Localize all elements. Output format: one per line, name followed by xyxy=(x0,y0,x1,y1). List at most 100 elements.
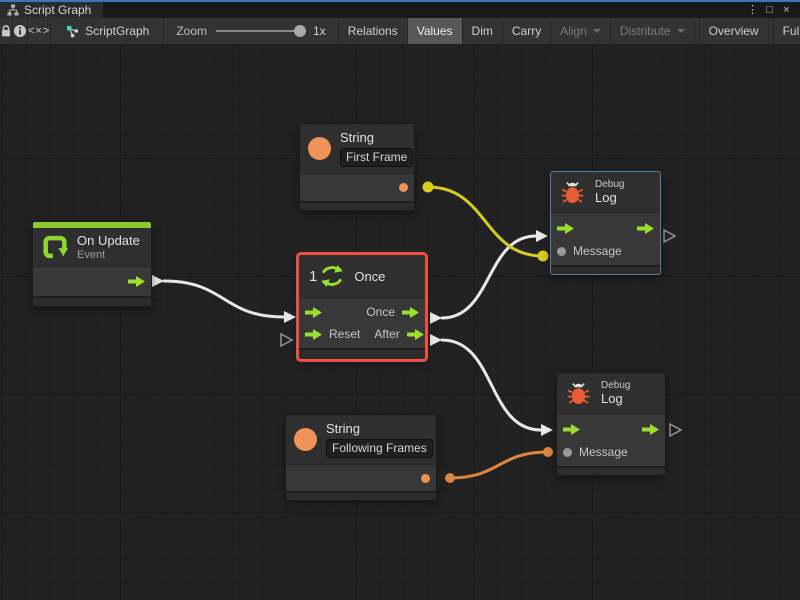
node-title: String xyxy=(340,130,374,145)
lock-button[interactable] xyxy=(0,18,13,44)
flow-input-port[interactable] xyxy=(557,222,574,234)
graph-canvas[interactable]: String First Frame On Update Event xyxy=(0,45,800,600)
lock-icon xyxy=(2,25,10,37)
breadcrumb-label: ScriptGraph xyxy=(85,24,150,38)
flow-output-port[interactable] xyxy=(402,306,419,318)
more-icon[interactable]: ⋮ xyxy=(747,4,758,16)
value-in-connector[interactable] xyxy=(537,250,549,262)
carry-button[interactable]: Carry xyxy=(503,18,552,44)
string-value-input[interactable]: Following Frames xyxy=(326,439,433,458)
unconnected-flow-out-triangle[interactable] xyxy=(663,228,677,244)
tab-label: Script Graph xyxy=(24,3,92,17)
port-label-message: Message xyxy=(573,244,622,258)
overview-button[interactable]: Overview xyxy=(698,18,769,44)
node-subtitle: Event xyxy=(77,249,106,261)
flow-out-connector[interactable] xyxy=(430,312,442,324)
string-value-input[interactable]: First Frame xyxy=(340,148,414,167)
chevron-down-icon xyxy=(676,29,685,33)
node-footer xyxy=(286,491,436,500)
window-focus-line xyxy=(0,0,800,2)
tab-bar: Script Graph ⋮ □ × xyxy=(0,2,800,18)
window-controls: ⋮ □ × xyxy=(744,2,800,18)
breadcrumb-root-button[interactable]: <×> xyxy=(28,18,52,44)
port-label-after: After xyxy=(374,327,400,341)
values-button[interactable]: Values xyxy=(407,18,463,44)
zoom-slider[interactable] xyxy=(216,25,306,37)
flow-input-port[interactable] xyxy=(305,328,322,340)
flow-input-port[interactable] xyxy=(563,423,580,435)
event-accent-strip xyxy=(33,222,151,228)
message-input-port[interactable] xyxy=(557,246,566,256)
once-cycle-icon xyxy=(321,265,344,287)
node-footer xyxy=(33,296,151,306)
node-title: Log xyxy=(595,190,617,205)
node-on-update[interactable]: On Update Event xyxy=(33,222,151,306)
message-input-port[interactable] xyxy=(563,447,572,457)
graph-toolbar: <×> ScriptGraph Zoom 1x Relations Values… xyxy=(0,18,800,45)
breadcrumb-script-graph[interactable]: ScriptGraph xyxy=(51,18,165,44)
node-debug-log-top[interactable]: Debug Log Message xyxy=(551,172,660,274)
node-kicker: Debug xyxy=(595,179,625,190)
zoom-label: Zoom xyxy=(176,24,207,38)
chevron-down-icon xyxy=(592,29,601,33)
relations-button[interactable]: Relations xyxy=(337,18,408,44)
node-title: String xyxy=(326,421,360,436)
node-title: On Update xyxy=(77,233,140,248)
graph-icon xyxy=(7,4,19,16)
node-once[interactable]: 1 Once Once Reset After xyxy=(299,255,425,359)
zoom-slider-knob[interactable] xyxy=(294,25,306,37)
node-footer xyxy=(300,201,414,210)
flow-in-connector[interactable] xyxy=(541,424,553,436)
flow-output-port[interactable] xyxy=(637,222,654,234)
node-string-first-frame[interactable]: String First Frame xyxy=(300,124,414,210)
info-icon xyxy=(14,25,26,37)
string-type-icon xyxy=(308,137,331,160)
wire-once-to-debug-bottom[interactable] xyxy=(440,338,543,432)
wire-string-following-to-message[interactable] xyxy=(448,450,550,480)
close-icon[interactable]: × xyxy=(783,4,790,16)
value-output-port[interactable] xyxy=(421,473,430,483)
node-title: Once xyxy=(354,268,386,284)
flow-out-connector[interactable] xyxy=(152,275,164,287)
port-label-message: Message xyxy=(579,445,628,459)
wire-once-to-debug-top[interactable] xyxy=(440,234,538,320)
node-kicker: Debug xyxy=(601,380,631,391)
port-label-reset: Reset xyxy=(329,327,361,341)
node-footer xyxy=(557,466,665,475)
zoom-value: 1x xyxy=(313,24,326,38)
flow-output-port[interactable] xyxy=(642,423,659,435)
string-type-icon xyxy=(294,428,317,451)
dim-button[interactable]: Dim xyxy=(463,18,503,44)
distribute-button[interactable]: Distribute xyxy=(611,18,695,44)
flow-output-port[interactable] xyxy=(128,276,145,287)
value-in-connector[interactable] xyxy=(543,447,553,457)
loop-event-icon xyxy=(43,235,68,259)
unconnected-flow-in-triangle[interactable] xyxy=(280,332,294,348)
zoom-control: Zoom 1x xyxy=(164,18,337,44)
flow-out-connector[interactable] xyxy=(430,334,442,346)
flow-output-port[interactable] xyxy=(406,328,424,340)
port-label-once: Once xyxy=(366,305,395,319)
node-title: Log xyxy=(601,391,623,406)
node-footer xyxy=(299,348,425,359)
wire-on-update-to-once[interactable] xyxy=(162,279,286,319)
unconnected-flow-out-triangle[interactable] xyxy=(669,422,683,438)
tab-script-graph[interactable]: Script Graph xyxy=(0,2,104,18)
bug-icon xyxy=(567,382,590,404)
once-badge: 1 xyxy=(309,267,318,285)
bug-icon xyxy=(561,181,584,203)
node-debug-log-bottom[interactable]: Debug Log Message xyxy=(557,373,665,475)
value-out-connector[interactable] xyxy=(445,473,455,483)
flow-in-connector[interactable] xyxy=(284,311,296,323)
info-button[interactable] xyxy=(13,18,28,44)
flow-in-connector[interactable] xyxy=(536,230,548,242)
node-footer xyxy=(551,265,660,274)
value-out-connector[interactable] xyxy=(422,181,434,193)
maximize-icon[interactable]: □ xyxy=(766,4,773,16)
value-output-port[interactable] xyxy=(399,183,408,192)
node-string-following-frames[interactable]: String Following Frames xyxy=(286,415,436,500)
align-button[interactable]: Align xyxy=(551,18,611,44)
flow-input-port[interactable] xyxy=(305,306,322,318)
full-screen-button[interactable]: Full Screen xyxy=(772,18,800,44)
wire-string-first-to-message[interactable] xyxy=(426,185,545,258)
